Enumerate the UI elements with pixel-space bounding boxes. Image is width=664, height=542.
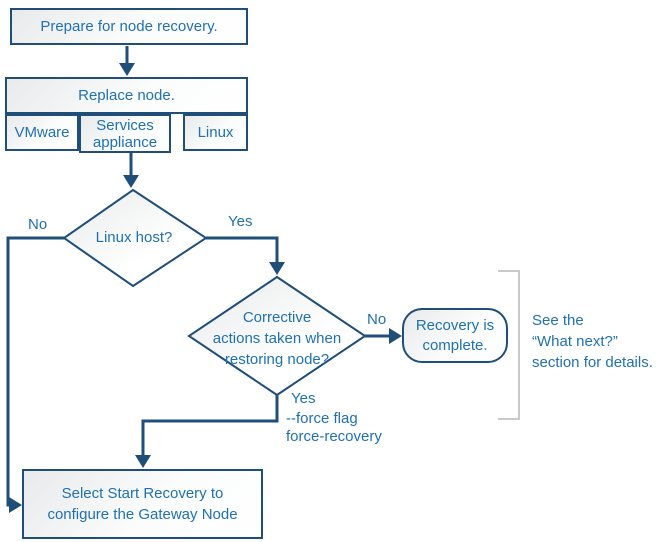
arrowhead-yes-into-corrective [269, 262, 285, 275]
node-replace-label: Replace node. [78, 86, 175, 104]
edge-label-corrective-no: No [367, 311, 387, 328]
cell-vmware: VMware [5, 114, 79, 151]
node-select-start-recovery-label: Select Start Recovery to configure the G… [47, 485, 238, 523]
node-select-start-recovery: Select Start Recovery to configure the G… [22, 469, 263, 539]
note-bracket [498, 270, 520, 420]
node-recovery-complete-label: Recovery is complete. [415, 316, 495, 354]
arrowhead-yes-into-select-start [135, 455, 151, 468]
cell-linux: Linux [183, 114, 248, 151]
node-prepare-label: Prepare for node recovery. [40, 17, 218, 35]
edge-label-linux-host-no: No [28, 216, 48, 233]
arrowhead-no-into-recovery-complete [389, 328, 402, 344]
edge-label-corrective-yes: Yes [291, 390, 316, 407]
node-recovery-complete: Recovery is complete. [402, 308, 508, 363]
arrowhead-no-into-select-start [9, 497, 22, 513]
connector-corrective-yes-path [141, 395, 279, 456]
edge-label-force-flag: --force flag force-recovery [286, 410, 382, 445]
arrowhead-replace-to-linux-host [123, 175, 139, 188]
cell-services-appliance-label: Services appliance [92, 116, 158, 151]
connector-linux-host-yes-path [206, 236, 279, 263]
decision-corrective-shape [187, 275, 367, 397]
decision-linux-host-shape [62, 188, 208, 288]
node-replace: Replace node. [5, 77, 248, 114]
cell-linux-label: Linux [197, 123, 234, 141]
arrowhead-prepare-to-replace [119, 63, 135, 76]
edge-label-linux-host-yes: Yes [228, 213, 253, 230]
cell-vmware-label: VMware [14, 123, 70, 141]
node-prepare: Prepare for node recovery. [10, 8, 248, 45]
connector-linux-host-no-path [6, 236, 64, 507]
note-what-next: See the “What next?” section for details… [532, 312, 653, 371]
cell-services-appliance: Services appliance [79, 114, 171, 153]
